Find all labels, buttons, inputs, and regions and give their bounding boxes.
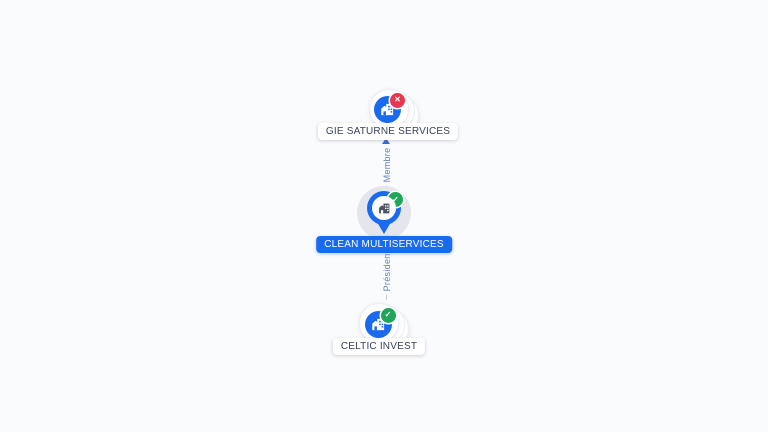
status-active-badge: ✓	[380, 307, 396, 323]
node-label-clean-multiservices[interactable]: CLEAN MULTISERVICES	[316, 236, 452, 253]
node-label-gie-saturne-services[interactable]: GIE SATURNE SERVICES	[317, 123, 459, 140]
check-icon: ✓	[384, 310, 392, 319]
edge-label-president: Président	[382, 247, 392, 295]
company-circle	[372, 196, 396, 220]
edge-arrow-up-icon	[382, 138, 390, 144]
building-icon	[380, 103, 393, 115]
check-icon: ✓	[392, 194, 399, 204]
building-icon	[371, 318, 384, 330]
status-inactive-badge: ✕	[390, 92, 405, 108]
node-celtic-invest[interactable]: ✓	[359, 303, 409, 349]
edge-label-membre: Membre	[382, 144, 392, 186]
node-label-celtic-invest[interactable]: CELTIC INVEST	[332, 338, 426, 355]
building-icon	[378, 203, 389, 213]
close-icon: ✕	[394, 95, 401, 104]
node-clean-multiservices[interactable]: ✓	[357, 186, 411, 240]
map-pin-tip	[377, 222, 391, 234]
